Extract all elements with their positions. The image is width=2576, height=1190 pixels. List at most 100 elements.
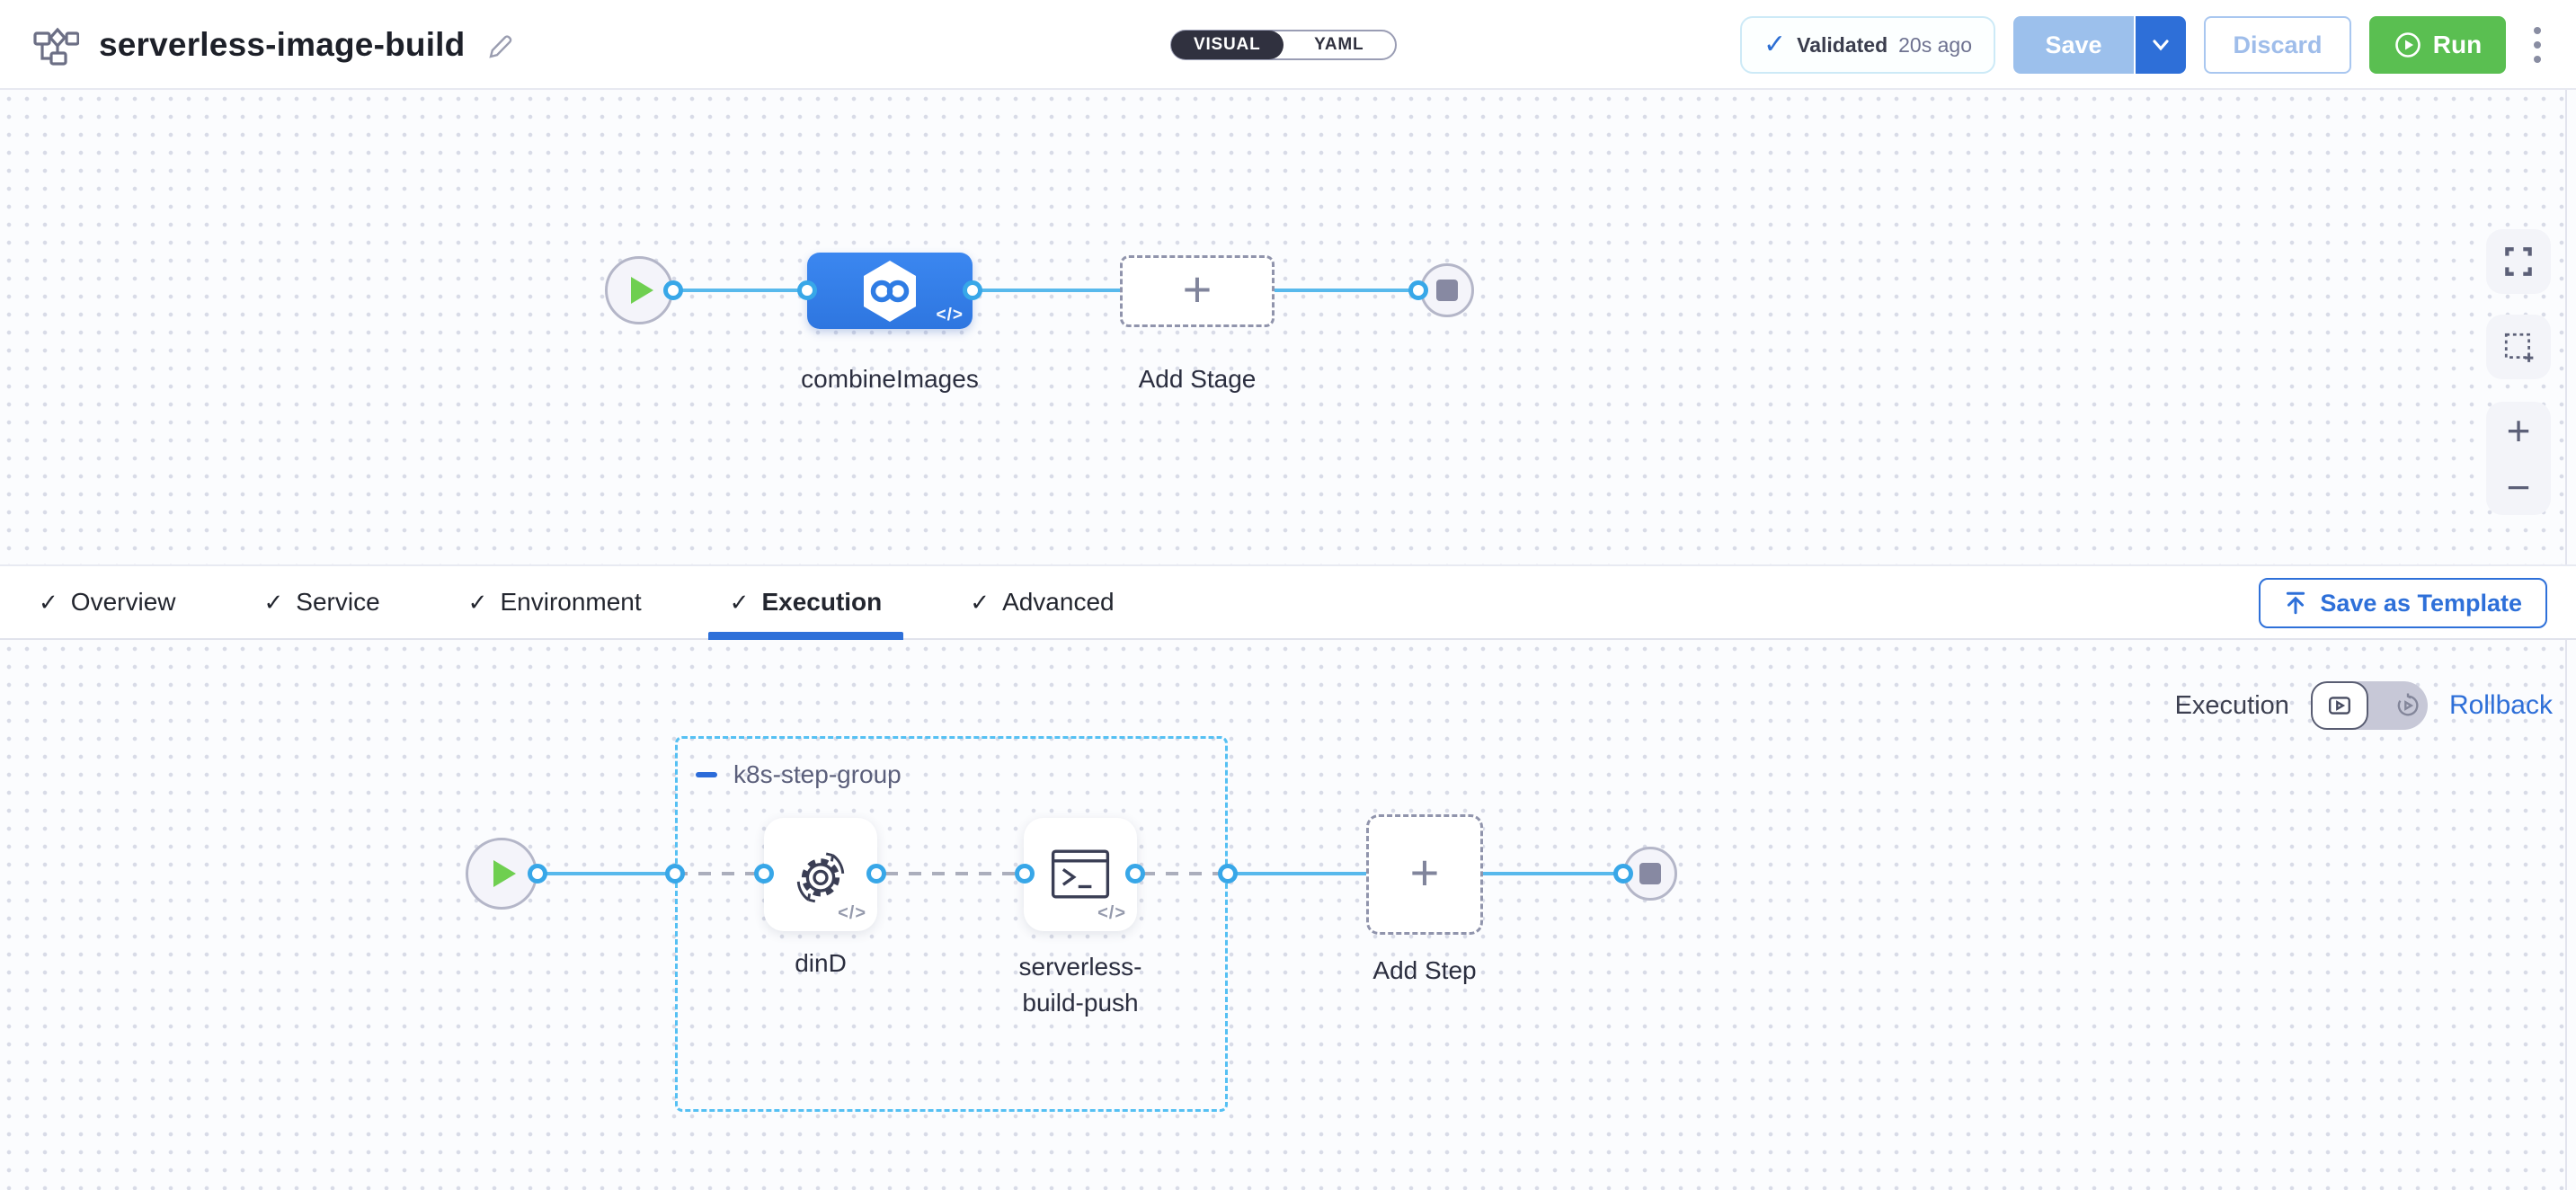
check-icon: ✓ [970, 588, 990, 616]
port[interactable] [1015, 864, 1035, 884]
code-badge-icon: </> [1097, 903, 1126, 923]
code-badge-icon: </> [838, 903, 866, 923]
step-label-dinD[interactable]: dinD [795, 949, 847, 977]
port[interactable] [866, 864, 886, 884]
run-button[interactable]: Run [2369, 16, 2506, 74]
fullscreen-button[interactable] [2486, 229, 2551, 294]
discard-button[interactable]: Discard [2204, 16, 2351, 74]
port[interactable] [1613, 864, 1633, 884]
plus-icon: + [1182, 261, 1212, 317]
step-group-dashed-line [675, 872, 1228, 875]
stop-icon [1639, 863, 1661, 884]
add-step-button[interactable]: + [1366, 814, 1483, 935]
start-play-icon [493, 860, 516, 887]
stage-canvas: </> combineImages + Add Stage [0, 90, 2576, 564]
validated-badge[interactable]: ✓ Validated 20s ago [1740, 16, 1995, 74]
tab-label: Advanced [1002, 588, 1115, 616]
run-label: Run [2432, 31, 2483, 58]
execution-rollback-toggle[interactable] [2310, 681, 2428, 730]
check-icon: ✓ [729, 588, 750, 616]
tab-service[interactable]: ✓ Service [264, 566, 380, 638]
panel-edge [2565, 90, 2567, 564]
upload-icon [2287, 591, 2305, 615]
pipeline-title: serverless-image-build [99, 26, 466, 63]
tab-label: Service [296, 588, 380, 616]
header: serverless-image-build VISUAL YAML ✓ Val… [0, 0, 2576, 90]
check-icon: ✓ [263, 588, 284, 616]
port[interactable] [797, 280, 817, 300]
chevron-down-icon [2153, 40, 2169, 51]
check-icon: ✓ [39, 588, 58, 616]
save-split-button: Save [2013, 16, 2186, 74]
add-stage-label[interactable]: Add Stage [1138, 365, 1257, 393]
execution-segment[interactable] [2310, 681, 2368, 730]
step-group-header: k8s-step-group [696, 760, 902, 789]
step-node-dinD[interactable]: </> [764, 818, 877, 931]
step-node-serverless-build-push[interactable]: </> [1024, 818, 1137, 931]
step-connector-line [537, 872, 675, 875]
rollback-link[interactable]: Rollback [2448, 690, 2553, 720]
start-play-icon [630, 277, 653, 304]
run-play-icon [2394, 32, 2421, 58]
rollback-segment[interactable] [2395, 681, 2421, 730]
execution-end-node [1623, 847, 1677, 901]
step-group-name[interactable]: k8s-step-group [733, 760, 902, 788]
tab-overview[interactable]: ✓ Overview [39, 566, 176, 638]
tab-label: Environment [500, 588, 642, 616]
port[interactable] [1218, 864, 1238, 884]
execution-canvas: Execution Rollback [0, 640, 2576, 1190]
tab-label: Overview [70, 588, 176, 616]
port[interactable] [528, 864, 547, 884]
pipeline-start-node [605, 256, 673, 324]
marquee-select-button[interactable] [2486, 315, 2551, 379]
collapse-minus-icon[interactable] [696, 772, 717, 777]
terminal-run-icon [1051, 849, 1110, 899]
port[interactable] [754, 864, 774, 884]
tab-advanced[interactable]: ✓ Advanced [970, 566, 1114, 638]
port[interactable] [963, 280, 982, 300]
stage-connector-line [673, 289, 1418, 292]
plus-icon: + [1409, 844, 1440, 901]
validated-label: Validated [1797, 32, 1888, 57]
rollback-icon [2397, 693, 2419, 716]
save-as-template-label: Save as Template [2320, 589, 2522, 617]
save-dropdown-button[interactable] [2136, 16, 2186, 74]
zoom-in-button[interactable]: + [2506, 406, 2531, 454]
tabs: ✓ Overview ✓ Service ✓ Environment ✓ Exe… [39, 566, 1115, 640]
zoom-controls: + − [2486, 402, 2551, 515]
stage-node-combineImages[interactable]: </> [807, 253, 973, 329]
tab-environment[interactable]: ✓ Environment [468, 566, 642, 638]
step-label-serverless-build-push[interactable]: serverless-build-push [1018, 953, 1142, 1017]
add-step-label[interactable]: Add Step [1372, 956, 1477, 984]
stage-tabbar: ✓ Overview ✓ Service ✓ Environment ✓ Exe… [0, 564, 2576, 640]
port[interactable] [665, 864, 685, 884]
pipeline-icon [32, 24, 79, 66]
visual-yaml-toggle: VISUAL YAML [1170, 30, 1397, 60]
port[interactable] [1408, 280, 1428, 300]
marquee-select-icon [2504, 333, 2534, 362]
fullscreen-control [2486, 229, 2551, 294]
header-left: serverless-image-build [32, 0, 513, 90]
save-as-template-button[interactable]: Save as Template [2259, 578, 2547, 628]
tab-execution[interactable]: ✓ Execution [707, 566, 903, 640]
check-icon: ✓ [1763, 30, 1787, 59]
stage-label[interactable]: combineImages [801, 365, 979, 393]
code-badge-icon: </> [936, 306, 964, 324]
add-stage-button[interactable]: + [1120, 255, 1275, 327]
toggle-visual[interactable]: VISUAL [1171, 31, 1284, 59]
tab-label: Execution [761, 588, 883, 616]
check-icon: ✓ [467, 588, 488, 616]
zoom-out-button[interactable]: − [2506, 463, 2531, 511]
step-group-k8s[interactable]: k8s-step-group [675, 736, 1228, 1112]
toggle-yaml[interactable]: YAML [1314, 35, 1364, 54]
execution-mode-label: Execution [2174, 690, 2289, 720]
stop-icon [1436, 280, 1458, 301]
panel-edge [2565, 640, 2567, 1190]
save-button[interactable]: Save [2013, 16, 2136, 74]
pipeline-end-node [1420, 263, 1474, 317]
execution-start-node [466, 838, 537, 910]
port[interactable] [1125, 864, 1145, 884]
more-options-kebab-icon[interactable] [2524, 16, 2551, 74]
edit-pencil-icon[interactable] [484, 31, 513, 59]
port[interactable] [663, 280, 683, 300]
